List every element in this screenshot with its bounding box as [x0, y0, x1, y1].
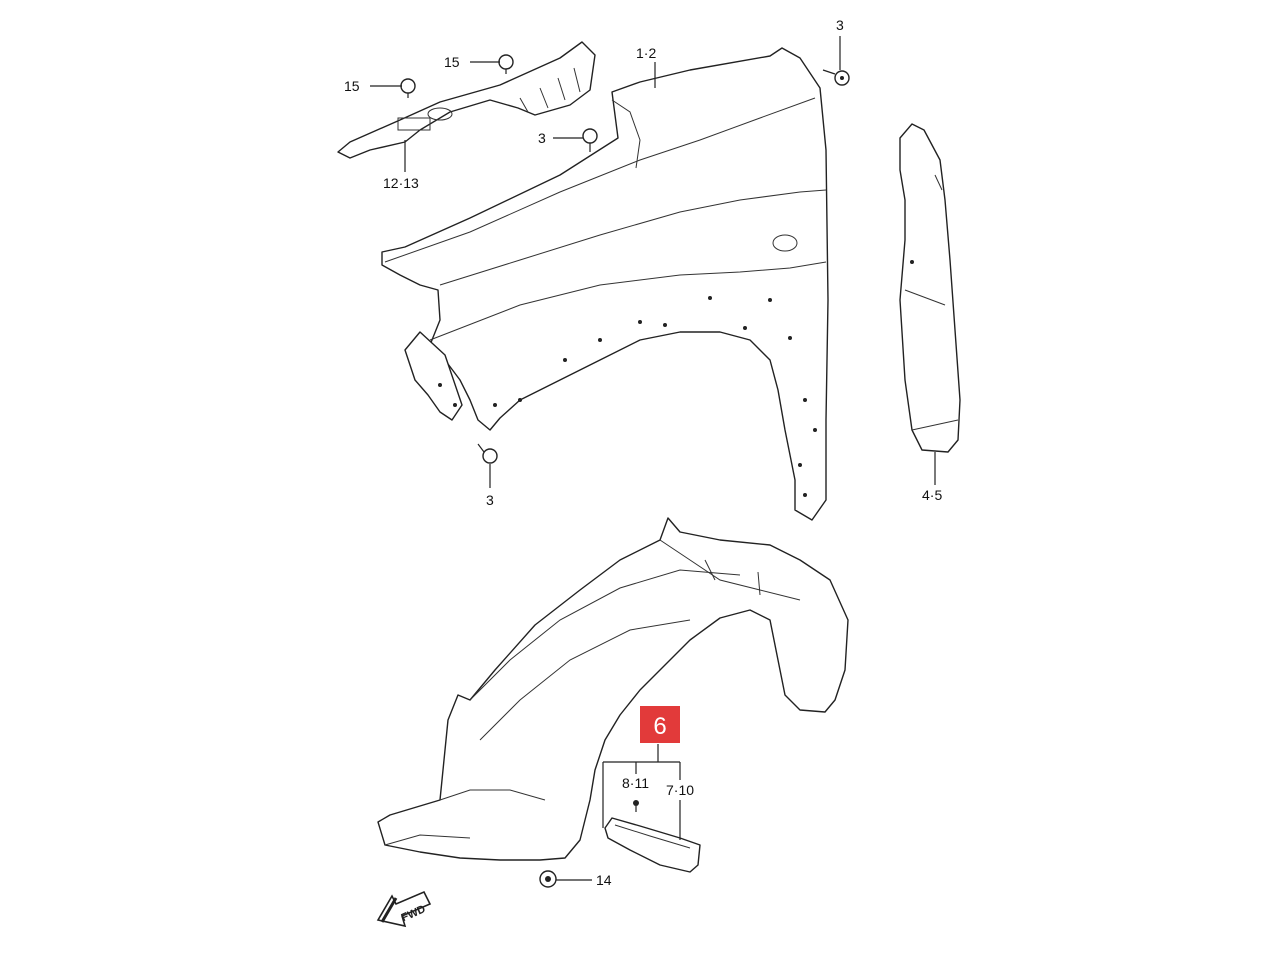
fender-liner[interactable] [377, 517, 849, 861]
callout-mud-flap: 7·10 [666, 782, 694, 798]
callout-bolt-bottom: 3 [486, 492, 494, 508]
callout-bolt-top-right: 3 [836, 17, 844, 33]
clip-lower-icon [400, 78, 416, 98]
callout-fender: 1·2 [636, 45, 656, 61]
cowl-side-panel[interactable] [337, 41, 596, 159]
front-fender[interactable] [381, 47, 829, 521]
callout-liner-group-label: 6 [653, 713, 666, 740]
bolt-bottom-icon [477, 443, 498, 464]
highlight-box [640, 706, 680, 743]
fender-mounting-holes [438, 296, 817, 497]
leader-lines [370, 36, 936, 881]
callout-nut-bottom: 14 [596, 872, 612, 888]
callout-cowl-side: 12·13 [383, 175, 419, 191]
bolt-top-right-icon [822, 69, 850, 86]
callout-splash-guard: 4·5 [922, 487, 942, 503]
clip-upper-icon [498, 54, 514, 74]
callout-liner-group[interactable]: 6 [640, 706, 680, 743]
callout-screw: 8·11 [622, 775, 649, 791]
mud-flap[interactable] [604, 817, 701, 873]
nut-bottom-icon [539, 870, 557, 888]
fwd-arrow-icon: FWD [376, 890, 432, 928]
splash-guard[interactable] [899, 123, 961, 453]
callout-bolt-mid: 3 [538, 130, 546, 146]
bolt-mid-icon [582, 128, 598, 152]
screw-icon [633, 800, 639, 812]
callout-clip-upper: 15 [444, 54, 460, 70]
callout-clip-lower: 15 [344, 78, 360, 94]
